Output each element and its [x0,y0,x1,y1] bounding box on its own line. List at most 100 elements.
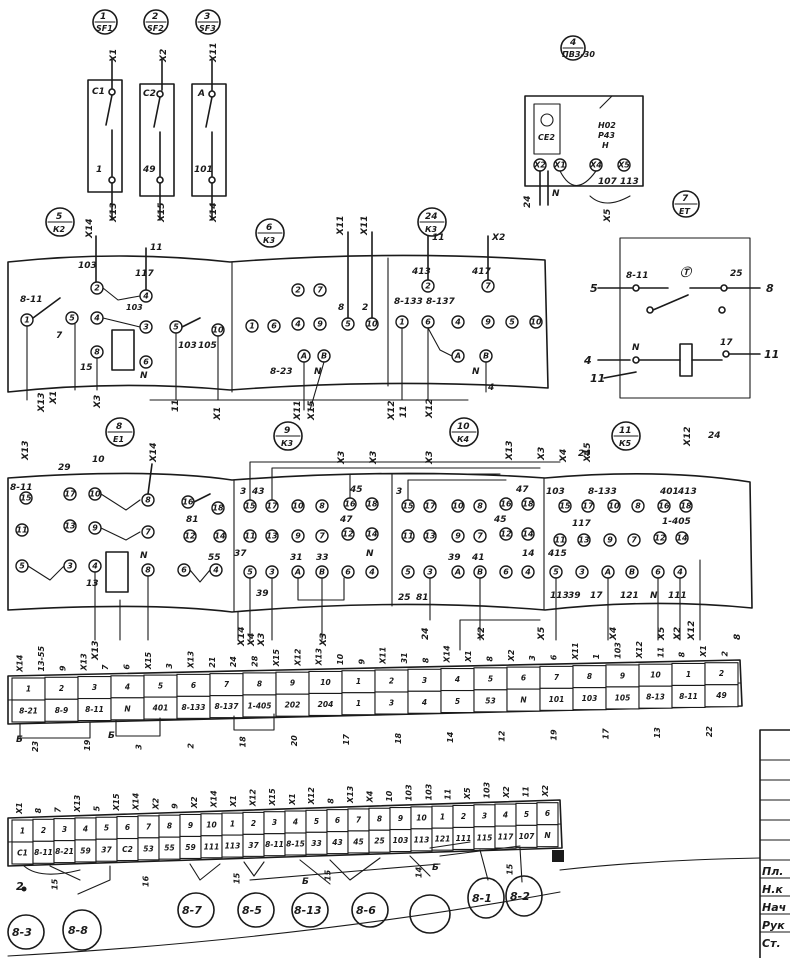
wire-label: 103 [424,783,433,800]
svg-text:14: 14 [522,530,534,539]
svg-text:18: 18 [366,500,378,509]
wire-label: 19 [83,739,92,751]
svg-text:1: 1 [24,316,30,325]
svg-text:8: 8 [477,502,483,511]
small-label: 2 [16,880,24,893]
wire-label: X2 [159,49,169,63]
svg-text:12: 12 [500,530,512,539]
terminal-number: 4 [455,675,460,684]
wire-label: 103 [483,781,492,798]
wire-label: X13 [80,653,89,672]
svg-text:11: 11 [432,233,445,243]
wire-label: 7 [54,807,63,813]
svg-text:24: 24 [578,449,591,459]
bottom-refs: 2 8-3 8-8 8-7 8-5 8-13 8-6 8-1 8-2 [7,875,543,951]
wire-label: 17 [342,734,351,746]
svg-text:33: 33 [316,553,329,563]
wire-label: N [632,343,640,353]
svg-text:24: 24 [708,431,721,441]
svg-text:X5: X5 [657,627,667,641]
svg-text:A: A [604,568,611,577]
wire-label: 11 [444,789,453,800]
svg-text:47: 47 [339,515,353,525]
terminal-number: 7 [224,680,230,689]
wire-label: 15 [506,863,515,875]
svg-text:8-133: 8-133 [588,487,617,497]
wire-label: N [552,189,560,199]
svg-text:К5: К5 [619,439,632,448]
svg-text:43: 43 [251,487,265,497]
contact-label: C2 [143,89,156,99]
wire-label: 18 [394,732,403,744]
terminal-strip-2: 1C128-1138-214595376C2753855959101111113… [7,781,564,895]
terminal-number: 8 [257,679,262,688]
wire-label: X1 [699,645,708,658]
terminal-wire-code: 8-21 [55,847,74,856]
terminal-wire-code: 202 [285,701,301,710]
title-row: Рук [762,919,785,932]
svg-text:11: 11 [150,243,163,253]
terminal-number: 10 [320,678,330,687]
terminal-number: 1 [356,677,361,686]
wire-label: 6 [122,664,131,670]
wire-label: X5 [603,209,613,223]
wire-label: 9 [357,658,366,664]
wire-label: X14 [16,654,25,673]
svg-text:11: 11 [171,399,181,412]
terminal-number: 3 [482,811,487,820]
svg-text:103: 103 [178,341,197,351]
terminal-wire-code: 1-405 [248,701,272,710]
svg-text:X5: X5 [537,627,547,641]
terminal-wire-code: C1 [17,849,28,858]
svg-text:5: 5 [173,323,179,332]
terminal-wire-code: 59 [80,846,90,855]
svg-text:A: A [300,352,307,361]
svg-text:10: 10 [608,502,620,511]
svg-text:10: 10 [292,502,304,511]
terminal-number: 7 [554,673,560,682]
svg-text:15: 15 [402,502,414,511]
svg-text:18: 18 [680,502,692,511]
wire-label: 18 [238,736,247,748]
wire-label: 11 [590,372,605,385]
svg-text:2: 2 [295,286,301,295]
wire-label: 31 [400,652,409,663]
svg-text:15: 15 [20,494,32,503]
terminal-wire-code: 3 [389,699,394,708]
terminal-wire-code: 53 [143,844,153,853]
terminal-wire-code: 33 [311,839,321,848]
svg-text:A: A [454,352,461,361]
svg-text:15: 15 [244,502,256,511]
terminal-wire-code: C2 [122,845,133,854]
terminal-wire-code: 8-21 [19,707,38,716]
ref-label: 8-5 [242,904,262,917]
svg-text:1: 1 [249,322,255,331]
terminal-wire-code: 101 [549,695,565,704]
svg-text:5: 5 [247,568,253,577]
terminal-number: 4 [293,818,298,827]
wire-label: 11 [522,786,531,797]
device-code: SF3 [199,24,216,33]
svg-text:24: 24 [425,212,438,222]
wire-label: X15 [112,793,121,812]
svg-text:14: 14 [676,534,688,543]
svg-text:15: 15 [80,363,93,373]
svg-text:25: 25 [398,593,411,603]
relay-group-8: 8 Е1 [105,417,135,447]
terminal-number: 5 [158,682,163,691]
ref-label: 8-2 [510,890,530,903]
terminal-number: 6 [545,809,550,818]
svg-text:4: 4 [294,320,301,329]
svg-text:47: 47 [515,485,529,495]
ref-label: 8-3 [12,926,32,939]
terminal-wire-code: 59 [185,843,195,852]
device-3-sf3: 3 SF3 X11 A 101 X14 [191,9,227,223]
wire-label: X13 [73,794,82,813]
svg-text:X1: X1 [49,391,59,405]
wire-label: 6 [550,654,559,660]
wire-label: X2 [507,649,516,662]
terminal-cell [536,824,559,848]
terminal-wire-code: 8-11 [85,705,104,714]
svg-text:X12: X12 [687,621,697,641]
svg-text:X4: X4 [609,627,619,641]
